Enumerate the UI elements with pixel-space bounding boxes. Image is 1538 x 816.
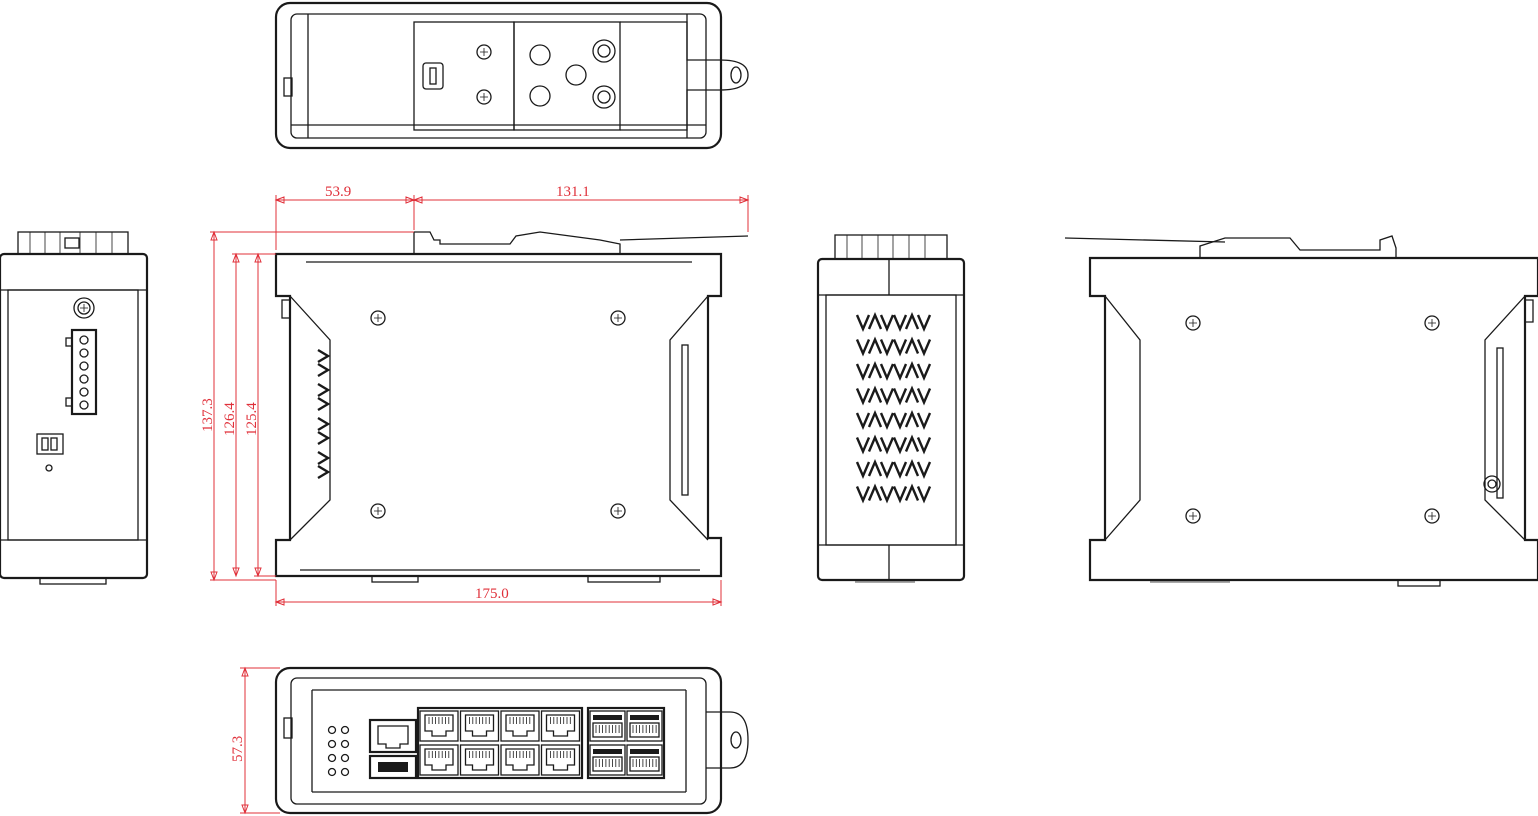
rj45-port-grid [416, 706, 584, 780]
front-view-dimensions: 53.9 131.1 175.0 137.3 126.4 125.4 [200, 184, 750, 606]
vent-slot [892, 360, 932, 382]
dim-131-1: 131.1 [556, 184, 590, 200]
sfp-port [589, 744, 626, 776]
status-led [340, 739, 350, 749]
status-led [340, 753, 350, 763]
front-view [274, 231, 749, 583]
rj45-port [459, 710, 500, 742]
status-led [340, 767, 350, 777]
rj45-port [540, 744, 581, 776]
status-led [327, 739, 337, 749]
top-view [274, 1, 749, 150]
right-side-view [816, 234, 966, 583]
led-grid [327, 725, 350, 777]
rj45-port [500, 710, 540, 742]
vent-slot [855, 409, 895, 431]
bottom-view-dimensions: 57.3 [230, 666, 280, 815]
rj45-port [459, 744, 500, 776]
dim-175-0: 175.0 [475, 586, 509, 602]
status-led [340, 725, 350, 735]
vent-slot [855, 360, 895, 382]
vent-slot [892, 434, 932, 455]
vent-slot [892, 483, 932, 504]
status-led [327, 753, 337, 763]
dim-137-3: 137.3 [200, 398, 216, 432]
sfp-port-grid [586, 706, 666, 780]
dim-53-9: 53.9 [325, 184, 351, 200]
vent-slot [855, 434, 895, 455]
vent-slot [892, 311, 932, 333]
vent-slot [855, 385, 895, 406]
vent-slot [855, 483, 895, 504]
status-led [327, 725, 337, 735]
sfp-port [626, 710, 663, 742]
vent-grid [855, 311, 932, 504]
vent-slot [855, 458, 895, 480]
vent-slot [892, 409, 932, 431]
dim-125-4: 125.4 [244, 402, 260, 436]
vent-slot [892, 385, 932, 406]
sfp-port [589, 710, 626, 742]
dim-126-4: 126.4 [222, 402, 238, 436]
bottom-view [274, 666, 749, 815]
rj45-port [419, 744, 459, 776]
vent-slot [855, 311, 895, 333]
sfp-port [626, 744, 663, 776]
vent-slot [855, 336, 895, 357]
dim-57-3: 57.3 [230, 736, 246, 762]
back-view [1064, 235, 1538, 587]
rj45-port [419, 710, 459, 742]
vent-slot [892, 336, 932, 357]
left-side-view [0, 231, 149, 585]
vent-slot [892, 458, 932, 480]
rj45-port [540, 710, 581, 742]
status-led [327, 767, 337, 777]
rj45-port [500, 744, 540, 776]
